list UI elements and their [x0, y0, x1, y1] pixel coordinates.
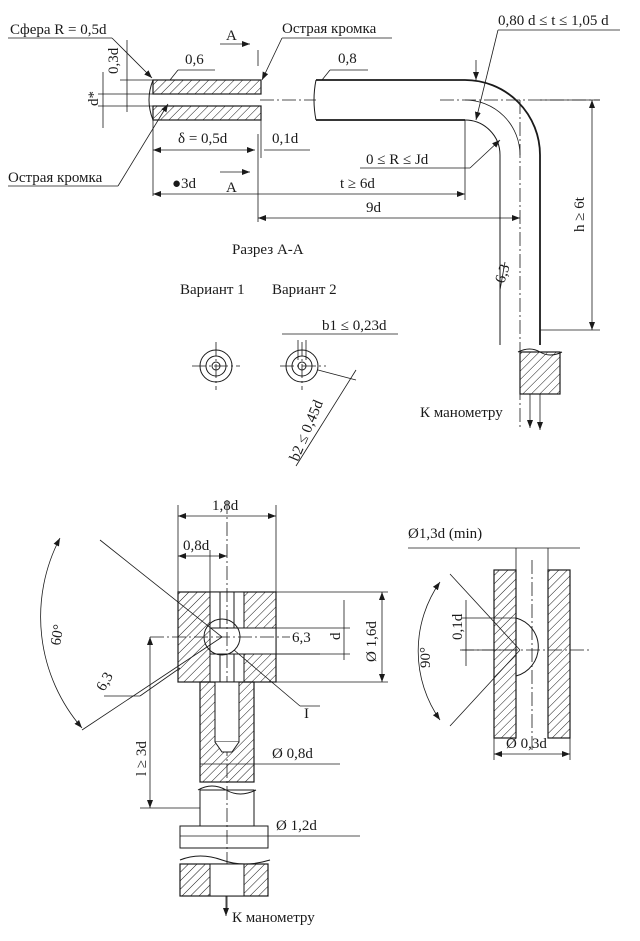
dia-12d-label: Ø 1,2d — [276, 818, 317, 834]
section-a-top: А — [226, 28, 237, 44]
variant-2-section — [280, 340, 326, 390]
dim-01d-top-label: 0,1d — [272, 131, 299, 147]
sharp-edge-top-label: Острая кромка — [282, 21, 377, 37]
rough-63-right-label: 6,3 — [292, 630, 311, 646]
dia-03d-label: Ø 0,3d — [506, 736, 547, 752]
r-range-label: 0 ≤ R ≤ Jd — [366, 152, 429, 168]
pipe-stub — [519, 351, 561, 395]
angle-90-label: 90° — [418, 647, 434, 668]
to-gauge-top: К манометру — [420, 405, 503, 421]
dim-3d-label: ●3d — [172, 176, 197, 192]
dim-9d-label: 9d — [366, 200, 382, 216]
t-range-label: 0,80 d ≤ t ≤ 1,05 d — [498, 13, 609, 29]
dim-18d-label: 1,8d — [212, 498, 239, 514]
rough-63-top-label: 6,3 — [493, 262, 514, 285]
probe-wall-top — [152, 79, 262, 95]
section-title: Разрез А-А — [232, 242, 304, 258]
dia-08d-label: Ø 0,8d — [272, 746, 313, 762]
detail-wall-right — [547, 569, 571, 739]
probe-wall-bottom — [152, 105, 262, 121]
section-a-bottom: А — [226, 180, 237, 196]
to-gauge-bottom: К манометру — [232, 910, 315, 926]
l-ge-label: l ≥ 3d — [134, 741, 150, 776]
dim-01d-detail-label: 0,1d — [450, 613, 466, 640]
variant-1-label: Вариант 1 — [180, 282, 245, 298]
dim-08d-label: 0,8d — [183, 538, 210, 554]
detail-i-label: I — [304, 706, 309, 722]
fitting-section: 1,8d 0,8d 60° 6,3 d Ø 1,6d 6,3 I — [40, 498, 388, 926]
delta-label: δ = 0,5d — [178, 131, 228, 147]
b2-label: b2 ≤ 0,45d — [287, 397, 327, 463]
variant-1-section — [192, 342, 240, 390]
dim-dstar-label: d* — [86, 91, 102, 106]
b1-label: b1 ≤ 0,23d — [322, 318, 387, 334]
sharp-edge-left-label: Острая кромка — [8, 170, 103, 186]
dia-16d-label: Ø 1,6d — [364, 621, 380, 662]
top-view: Сфера R = 0,5d 0,3d d* 0,6 0,8 А А Остра… — [8, 13, 620, 467]
dim-d-label: d — [328, 632, 344, 640]
detail-wall-left — [493, 569, 517, 739]
rough-08-label: 0,8 — [338, 51, 357, 67]
dia-13d-label: Ø1,3d (min) — [408, 526, 482, 542]
dim-03d-label: 0,3d — [106, 47, 122, 74]
angle-60-label: 60° — [48, 623, 67, 646]
detail-view: Ø1,3d (min) 0,1d 90° Ø 0,3d — [408, 526, 590, 760]
sphere-label: Сфера R = 0,5d — [10, 22, 107, 38]
variant-2-label: Вариант 2 — [272, 282, 337, 298]
h-ge-label: h ≥ 6t — [572, 196, 588, 232]
t-ge-label: t ≥ 6d — [340, 176, 375, 192]
rough-63-left-label: 6,3 — [94, 670, 117, 694]
rough-06-label: 0,6 — [185, 52, 204, 68]
